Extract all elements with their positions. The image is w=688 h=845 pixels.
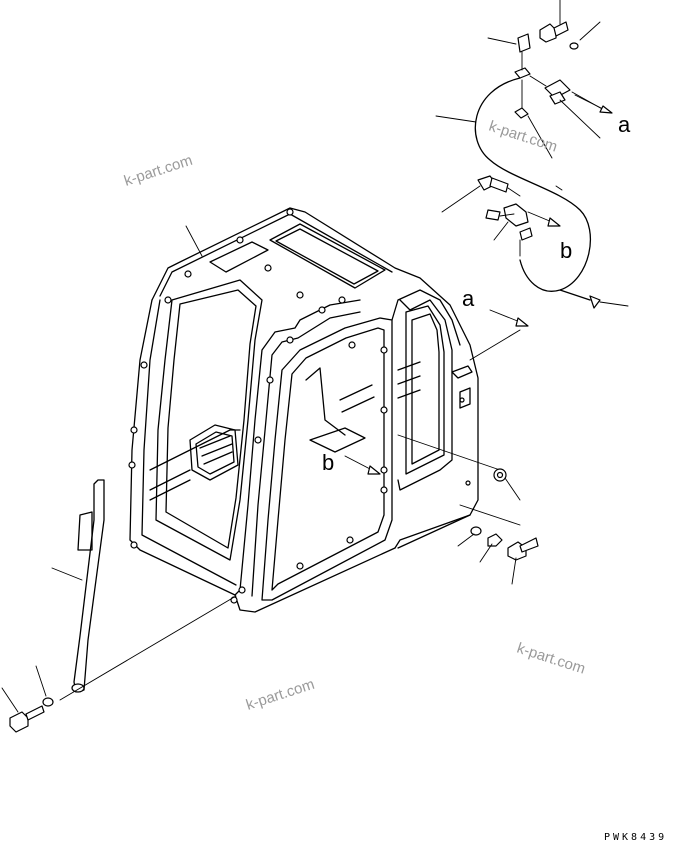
wire-harness (435, 0, 629, 309)
bolt (9, 705, 45, 733)
watermark: k-part.com (122, 152, 195, 190)
label-b-main: b (322, 450, 334, 475)
rivets (128, 208, 471, 604)
label-b-top: b (560, 238, 572, 263)
drawing-code: PWK8439 (604, 832, 667, 843)
label-a-main: a (462, 286, 475, 311)
watermark: k-part.com (487, 118, 560, 156)
watermark: k-part.com (515, 640, 588, 678)
label-a-top: a (618, 112, 631, 137)
watermark: k-part.com (244, 676, 317, 714)
washer (42, 697, 54, 707)
side-fasteners (397, 434, 539, 585)
cab-frame (128, 207, 479, 613)
support-rod-assembly (1, 479, 237, 733)
callout-arrows (185, 225, 529, 475)
